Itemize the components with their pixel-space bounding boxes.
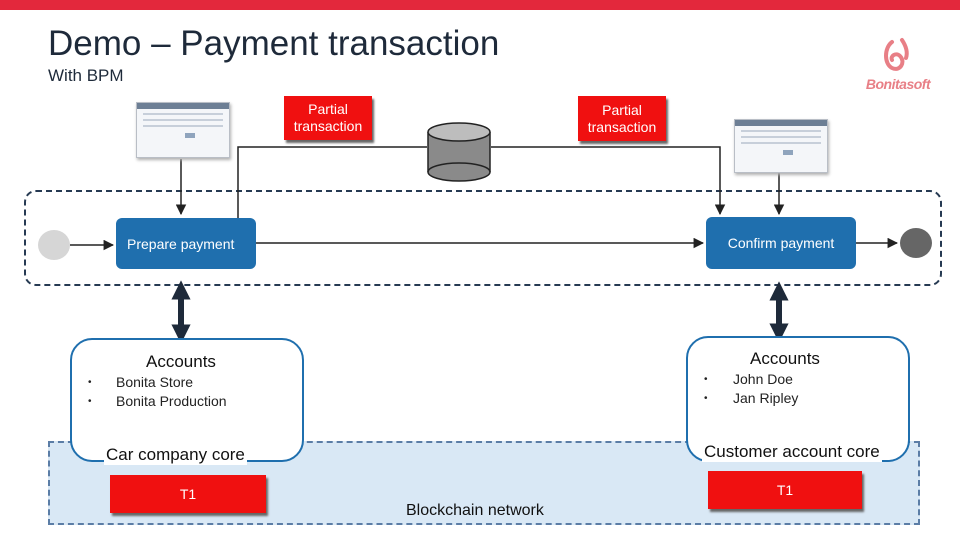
customer-account-core-label: Customer account core: [702, 442, 882, 462]
accounts-panel-customer: Accounts • • John Doe Jan Ripley: [686, 336, 910, 462]
accounts-panel-car-company: Accounts • • Bonita Store Bonita Product…: [70, 338, 304, 462]
screenshot-thumbnail-icon: [734, 119, 828, 173]
car-company-core-label: Car company core: [104, 445, 247, 465]
account-item: Bonita Production: [116, 393, 227, 409]
partial-transaction-box: Partial transaction: [578, 96, 666, 141]
token-box: T1: [110, 475, 266, 513]
bonitasoft-logo-icon: [884, 38, 909, 71]
task-confirm-payment[interactable]: Confirm payment: [706, 217, 856, 269]
database-icon: [427, 122, 491, 182]
top-accent-bar: [0, 0, 960, 10]
accounts-title: Accounts: [146, 352, 216, 371]
screenshot-thumbnail-icon: [136, 102, 230, 158]
process-lane: [24, 190, 942, 286]
bullet: •: [704, 393, 708, 404]
token-box: T1: [708, 471, 862, 509]
task-label: Prepare payment: [127, 235, 235, 252]
end-event[interactable]: [900, 228, 932, 258]
account-item: Bonita Store: [116, 374, 194, 390]
partial-transaction-box: Partial transaction: [284, 96, 372, 140]
accounts-title: Accounts: [750, 349, 820, 368]
account-item: Jan Ripley: [733, 390, 799, 406]
blockchain-network-label: Blockchain network: [406, 502, 544, 519]
bullet: •: [88, 396, 92, 407]
page-title: Demo – Payment transaction: [48, 24, 500, 63]
data-link-right: [491, 146, 726, 216]
start-event[interactable]: [38, 230, 70, 260]
task-label: Confirm payment: [727, 235, 835, 251]
account-item: John Doe: [733, 371, 793, 387]
page-subtitle: With BPM: [48, 66, 124, 85]
task-prepare-payment[interactable]: Prepare payment: [116, 218, 256, 269]
bonitasoft-logo-text: Bonitasoft: [865, 76, 931, 92]
bullet: •: [88, 377, 92, 388]
bullet: •: [704, 374, 708, 385]
data-link-left: [237, 146, 427, 220]
